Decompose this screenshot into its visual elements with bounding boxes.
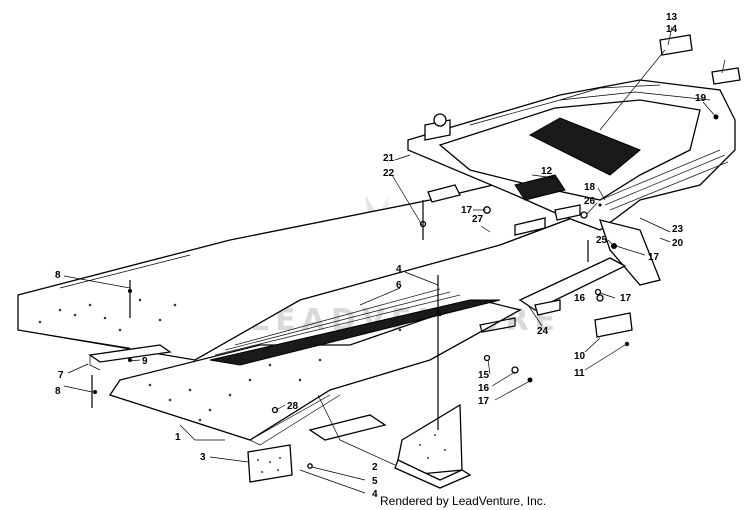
callout-16-b: 16	[478, 383, 490, 394]
callout-17-d: 17	[478, 396, 490, 407]
callout-25: 25	[596, 235, 608, 246]
callout-1: 1	[175, 432, 181, 443]
callout-2: 2	[372, 462, 378, 473]
leader-lines	[63, 26, 726, 494]
callout-4-b: 4	[372, 489, 378, 500]
callout-7: 7	[58, 370, 64, 381]
rail	[209, 288, 516, 366]
callout-27: 27	[472, 214, 484, 225]
callout-24: 24	[537, 326, 549, 337]
callout-3: 3	[200, 452, 206, 463]
callout-28: 28	[287, 401, 299, 412]
callout-8-b: 8	[55, 386, 61, 397]
callout-26: 26	[584, 196, 596, 207]
callout-6: 6	[396, 280, 402, 291]
callout-labels: 13 14 19 21 22 12 18 26 17 27 25 23 20 1…	[55, 12, 707, 500]
left-bracket	[88, 280, 172, 408]
callout-19: 19	[695, 93, 707, 104]
callout-12: 12	[541, 166, 553, 177]
callout-11: 11	[574, 368, 585, 379]
callout-10: 10	[574, 351, 586, 362]
callout-22: 22	[383, 168, 395, 179]
callout-16-a: 16	[574, 293, 586, 304]
rear-bumper	[407, 79, 736, 286]
callout-15: 15	[478, 370, 490, 381]
callout-23: 23	[672, 224, 684, 235]
callout-4-a: 4	[396, 264, 402, 275]
credit-text: Rendered by LeadVenture, Inc.	[380, 494, 546, 508]
callout-18: 18	[584, 182, 596, 193]
callout-20: 20	[672, 238, 684, 249]
callout-21: 21	[383, 153, 395, 164]
callout-14: 14	[666, 24, 678, 35]
callout-17-a: 17	[461, 205, 473, 216]
pads	[247, 34, 741, 489]
shafts	[518, 257, 633, 347]
callout-13: 13	[666, 12, 678, 23]
callout-17-c: 17	[620, 293, 632, 304]
callout-17-b: 17	[648, 252, 660, 263]
callout-9: 9	[142, 356, 148, 367]
callout-5: 5	[372, 476, 378, 487]
callout-8-a: 8	[55, 270, 61, 281]
